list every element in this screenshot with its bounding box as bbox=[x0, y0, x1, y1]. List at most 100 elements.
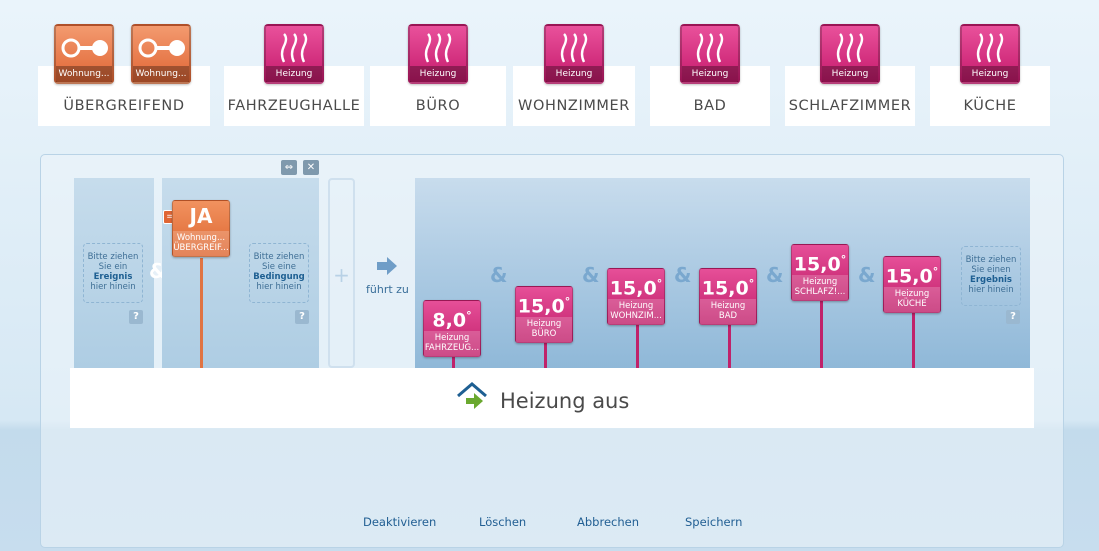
wohnung-device-1[interactable]: Wohnung... bbox=[54, 24, 114, 84]
switch-icon bbox=[138, 38, 185, 58]
condition-tile[interactable]: JA Wohnung... ÜBERGREIF... bbox=[172, 200, 230, 257]
result-device-name: Heizung bbox=[894, 289, 930, 299]
room-label: FAHRZEUGHALLE bbox=[227, 98, 361, 114]
result-tile-buero[interactable]: 15,0° Heizung BÜRO bbox=[515, 286, 573, 343]
dropzone-text: Bitte ziehen bbox=[253, 252, 305, 262]
scene-name-bar bbox=[70, 368, 1034, 428]
heating-icon bbox=[836, 33, 864, 63]
result-room-name: WOHNZIM... bbox=[610, 311, 662, 321]
heizung-device-schlafzimmer[interactable]: Heizung bbox=[820, 24, 880, 84]
room-label: BAD bbox=[693, 98, 727, 114]
device-label: Wohnung... bbox=[133, 66, 189, 82]
delete-button[interactable]: Löschen bbox=[479, 515, 527, 529]
result-stem bbox=[912, 310, 915, 368]
dropzone-text: hier hinein bbox=[256, 282, 302, 292]
result-device-name: Heizung bbox=[526, 319, 562, 329]
device-label: Heizung bbox=[410, 66, 466, 82]
result-room-name: KÜCHE bbox=[897, 299, 927, 309]
heating-icon bbox=[560, 33, 588, 63]
heizung-device-kueche[interactable]: Heizung bbox=[960, 24, 1020, 84]
temperature-unit: ° bbox=[840, 253, 847, 266]
heizung-device-buero[interactable]: Heizung bbox=[408, 24, 468, 84]
heizung-device-wohnzimmer[interactable]: Heizung bbox=[544, 24, 604, 84]
room-label: KÜCHE bbox=[963, 98, 1017, 114]
temperature-value: 15,0 bbox=[517, 295, 565, 318]
room-label: BÜRO bbox=[415, 98, 461, 114]
event-dropzone[interactable]: Bitte ziehen Sie ein Ereignis hier hinei… bbox=[83, 243, 143, 303]
condition-stem bbox=[200, 258, 203, 368]
dropzone-keyword: Ereignis bbox=[93, 272, 133, 282]
room-bad[interactable]: BAD bbox=[650, 66, 770, 126]
deactivate-button[interactable]: Deaktivieren bbox=[363, 515, 437, 529]
and-operator: & bbox=[766, 263, 784, 287]
collapse-icon[interactable]: ⇔ bbox=[281, 160, 297, 175]
result-tile-fahrzeughalle[interactable]: 8,0° Heizung FAHRZEUG... bbox=[423, 300, 481, 357]
temperature-unit: ° bbox=[656, 277, 663, 290]
temperature-value: 15,0 bbox=[885, 265, 933, 288]
dropzone-text: Bitte ziehen bbox=[87, 252, 139, 262]
result-room-name: SCHLAFZ!... bbox=[794, 287, 846, 297]
result-room-name: BÜRO bbox=[531, 329, 557, 339]
result-tile-bad[interactable]: 15,0° Heizung BAD bbox=[699, 268, 757, 325]
and-operator: & bbox=[674, 263, 692, 287]
help-icon[interactable]: ? bbox=[129, 310, 143, 324]
dropzone-text: hier hinein bbox=[968, 285, 1014, 295]
result-stem bbox=[452, 350, 455, 368]
result-tile-kueche[interactable]: 15,0° Heizung KÜCHE bbox=[883, 256, 941, 313]
heizung-device-bad[interactable]: Heizung bbox=[680, 24, 740, 84]
device-label: Wohnung... bbox=[56, 66, 112, 82]
device-label: Heizung bbox=[682, 66, 738, 82]
and-operator: & bbox=[582, 263, 600, 287]
dropzone-text: Sie ein bbox=[98, 262, 128, 272]
wohnung-device-2[interactable]: Wohnung... bbox=[131, 24, 191, 84]
temperature-unit: ° bbox=[564, 295, 571, 308]
result-dropzone[interactable]: Bitte ziehen Sie einen Ergebnis hier hin… bbox=[961, 246, 1021, 306]
scene-name[interactable]: Heizung aus bbox=[500, 389, 630, 413]
heating-icon bbox=[976, 33, 1004, 63]
save-button[interactable]: Speichern bbox=[685, 515, 743, 529]
temperature-unit: ° bbox=[748, 277, 755, 290]
dropzone-text: Sie eine bbox=[262, 262, 296, 272]
add-condition-slot[interactable]: + bbox=[328, 178, 355, 368]
device-label: Heizung bbox=[822, 66, 878, 82]
dropzone-text: Sie einen bbox=[971, 265, 1011, 275]
result-tile-schlafzimmer[interactable]: 15,0° Heizung SCHLAFZ!... bbox=[791, 244, 849, 301]
result-stem bbox=[544, 340, 547, 368]
device-label: Heizung bbox=[266, 66, 322, 82]
temperature-value: 15,0 bbox=[609, 277, 657, 300]
device-label: Heizung bbox=[962, 66, 1018, 82]
cancel-button[interactable]: Abbrechen bbox=[577, 515, 639, 529]
close-icon[interactable]: ✕ bbox=[303, 160, 319, 175]
temperature-value: 15,0 bbox=[701, 277, 749, 300]
result-device-name: Heizung bbox=[802, 277, 838, 287]
temperature-unit: ° bbox=[466, 309, 472, 322]
result-stem bbox=[728, 322, 731, 368]
result-device-name: Heizung bbox=[618, 301, 654, 311]
leads-to-label: führt zu bbox=[366, 283, 409, 296]
dropzone-keyword: Ergebnis bbox=[970, 275, 1012, 285]
result-tile-wohnzimmer[interactable]: 15,0° Heizung WOHNZIM... bbox=[607, 268, 665, 325]
result-device-name: Heizung bbox=[434, 333, 470, 343]
heizung-device-fahrzeughalle[interactable]: Heizung bbox=[264, 24, 324, 84]
help-icon[interactable]: ? bbox=[1006, 310, 1020, 324]
result-stem bbox=[636, 322, 639, 368]
dropzone-text: hier hinein bbox=[90, 282, 136, 292]
room-label: SCHLAFZIMMER bbox=[788, 98, 912, 114]
and-operator: & bbox=[858, 263, 876, 287]
dropzone-keyword: Bedingung bbox=[253, 272, 305, 282]
help-icon[interactable]: ? bbox=[295, 310, 309, 324]
heating-icon bbox=[424, 33, 452, 63]
condition-dropzone[interactable]: Bitte ziehen Sie eine Bedingung hier hin… bbox=[249, 243, 309, 303]
condition-device-name: Wohnung... bbox=[176, 233, 226, 243]
temperature-value: 15,0 bbox=[793, 253, 841, 276]
heating-icon bbox=[280, 33, 308, 63]
device-label: Heizung bbox=[546, 66, 602, 82]
event-column bbox=[74, 178, 154, 368]
result-stem bbox=[820, 298, 823, 368]
result-room-name: BAD bbox=[718, 311, 738, 321]
room-buero[interactable]: BÜRO bbox=[370, 66, 506, 126]
room-label: ÜBERGREIFEND bbox=[63, 98, 185, 114]
room-wohnzimmer[interactable]: WOHNZIMMER bbox=[513, 66, 635, 126]
condition-room-name: ÜBERGREIF... bbox=[173, 243, 229, 253]
and-operator: & bbox=[490, 263, 508, 287]
